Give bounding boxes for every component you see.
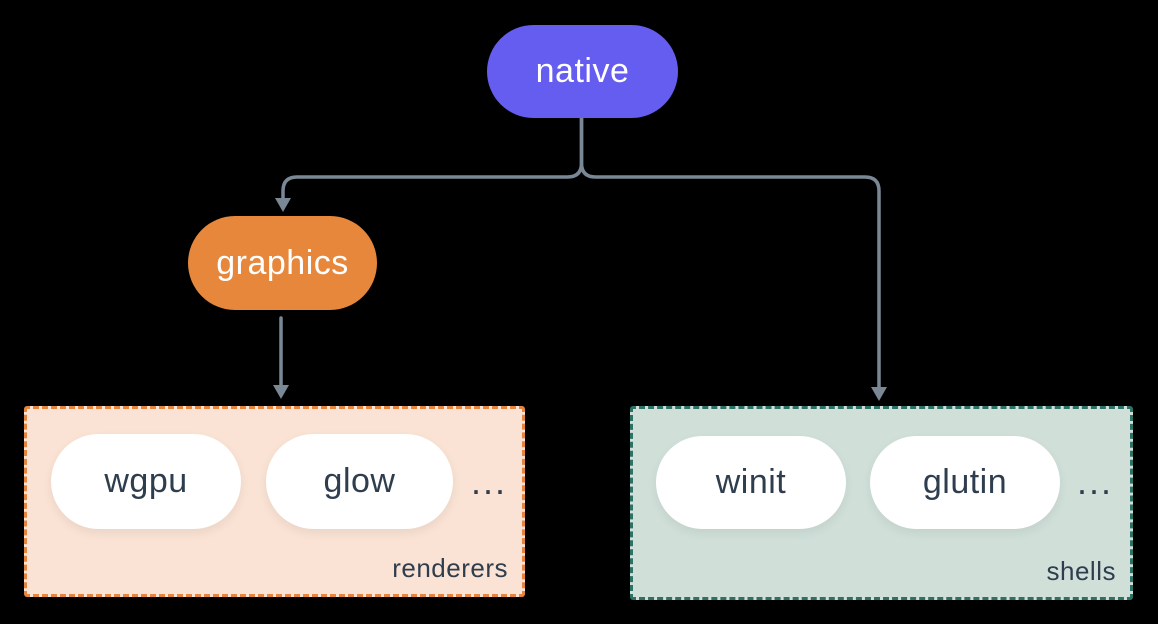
node-native-label: native [535,52,630,90]
node-winit-label: winit [715,463,787,501]
node-wgpu: wgpu [51,434,241,529]
renderers-ellipsis: ... [470,460,507,502]
node-glow: glow [266,434,453,529]
node-glutin: glutin [870,436,1060,529]
group-renderers-label: renderers [392,553,508,583]
arrowhead-graphics [275,198,291,212]
node-graphics: graphics [188,216,377,310]
node-glutin-label: glutin [922,463,1008,501]
group-shells-label: shells [1046,556,1116,586]
node-glow-label: glow [323,462,396,500]
group-renderers: wgpu glow ... renderers [24,406,525,597]
edge-native-to-shells [579,115,881,390]
shells-ellipsis: ... [1076,460,1113,502]
group-shells: winit glutin ... shells [630,406,1133,600]
arrowhead-shells [871,387,887,401]
node-winit: winit [656,436,846,529]
node-native: native [487,25,678,118]
arrowhead-renderers [273,385,289,399]
node-wgpu-label: wgpu [104,462,188,500]
node-graphics-label: graphics [216,243,349,282]
edge-native-to-graphics [281,115,584,201]
